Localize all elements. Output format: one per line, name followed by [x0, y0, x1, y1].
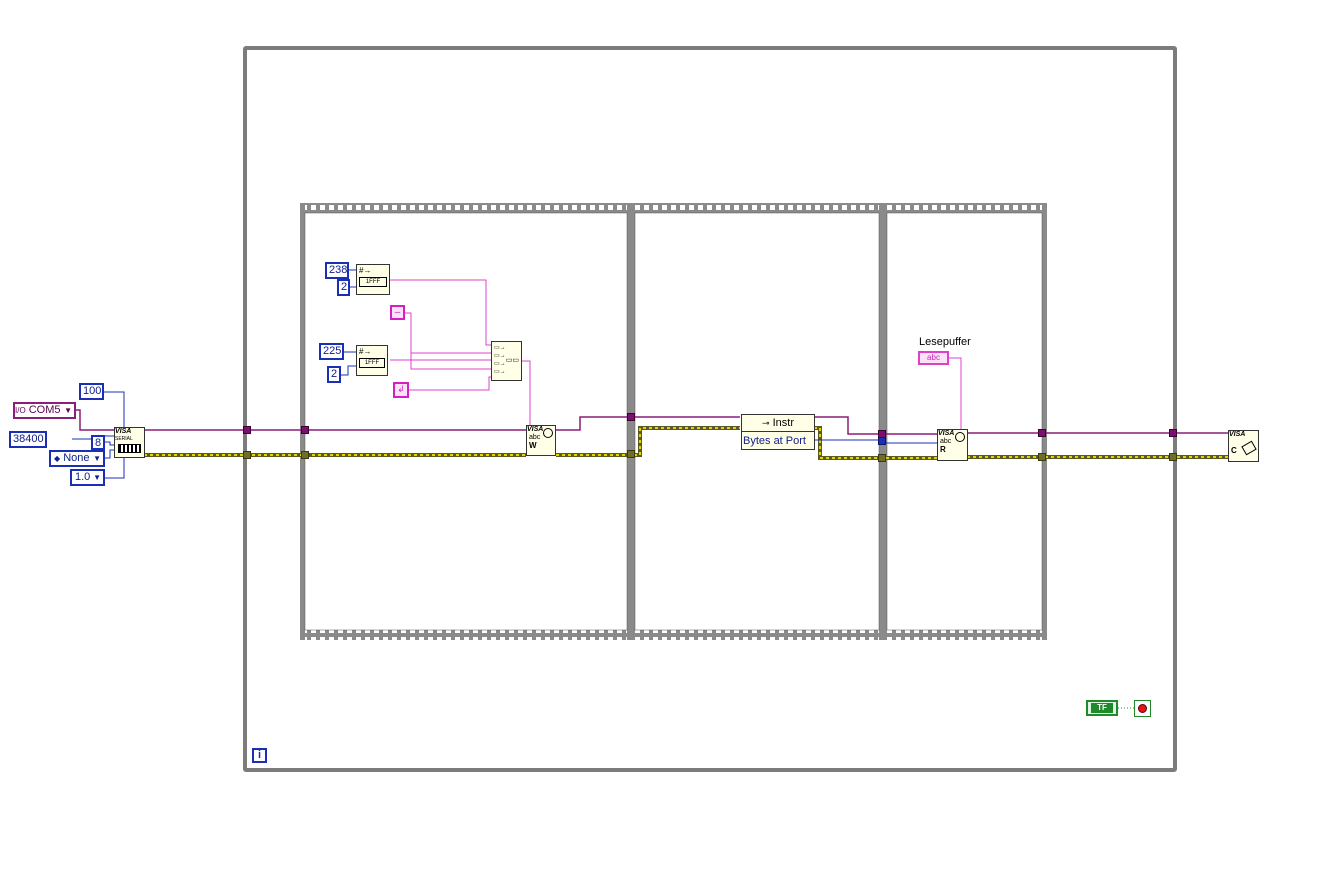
carriage-return-constant[interactable]: ↲: [393, 382, 409, 398]
read-mode-label: R: [940, 445, 946, 454]
data-bits-constant[interactable]: 8: [91, 435, 105, 450]
visa-tunnel-seq-right: [1038, 429, 1046, 437]
hex-format-icon: 1FFF: [359, 358, 385, 368]
boolean-value: TF: [1091, 703, 1113, 713]
hex-conversion-icon: #→: [359, 347, 372, 356]
indicator-type: abc: [927, 353, 940, 362]
string-constant-empty[interactable]: –: [390, 305, 405, 320]
timeout-value: 100: [83, 385, 102, 397]
visa-read-vi[interactable]: VISA abc R: [937, 429, 968, 461]
enum-icon: ◆: [54, 454, 61, 463]
baud-rate-value: 38400: [13, 433, 44, 445]
chevron-down-icon: ▼: [64, 406, 72, 415]
hex-conversion-icon: #→: [359, 266, 372, 275]
abc-icon: abc: [940, 438, 952, 445]
visa-resource-constant[interactable]: I/O COM5 ▼: [13, 402, 76, 419]
visa-resource-value: COM5: [28, 404, 61, 416]
visa-resource-icon: I/O: [15, 406, 26, 415]
error-tunnel-loop-right: [1169, 453, 1177, 461]
close-mode-label: C: [1231, 446, 1237, 455]
error-tunnel-seq-left: [301, 451, 309, 459]
error-tunnel-loop-left: [243, 451, 251, 459]
property-class: Instr: [772, 417, 794, 429]
visa-tunnel-seq-left: [301, 426, 309, 434]
visa-write-vi[interactable]: VISA abc W: [526, 425, 556, 456]
timeout-constant[interactable]: 100: [79, 383, 104, 400]
property-name: Bytes at Port: [743, 435, 806, 447]
numeric-constant-225[interactable]: 225: [319, 343, 344, 360]
chevron-down-icon: ▼: [93, 454, 101, 463]
error-tunnel-seq-1: [627, 450, 635, 458]
constant-value: 2: [341, 281, 348, 293]
clock-icon: [543, 428, 553, 438]
number-to-hex-string-vi-2[interactable]: #→ 1FFF: [356, 345, 388, 376]
hex-format-icon: 1FFF: [359, 277, 387, 287]
property-node-header: ⊸ Instr: [742, 415, 814, 432]
stop-bits-value: 1.0: [75, 471, 91, 483]
visa-tunnel-loop-left: [243, 426, 251, 434]
constant-value: 2: [331, 368, 338, 380]
vi-title: VISA: [938, 430, 955, 437]
parity-value: None: [63, 452, 90, 464]
visa-tunnel-loop-right: [1169, 429, 1177, 437]
data-bits-value: 8: [95, 437, 102, 449]
error-tunnel-seq-right: [1038, 453, 1046, 461]
indicator-label: Lesepuffer: [919, 336, 971, 348]
constant-value: 238: [329, 264, 348, 276]
vi-title: VISA: [527, 426, 544, 433]
loop-iteration-terminal: i: [252, 748, 267, 763]
chevron-down-icon: ▼: [93, 473, 101, 482]
concatenate-strings-node[interactable]: ▭→▭→▭→▭→ ▭▭: [491, 341, 522, 381]
stop-condition-terminal: [1134, 700, 1151, 717]
boolean-constant[interactable]: TF: [1086, 700, 1118, 716]
baud-rate-constant[interactable]: 38400: [9, 431, 47, 448]
iteration-label: i: [257, 749, 262, 761]
numeric-constant-2a[interactable]: 2: [337, 279, 350, 296]
stop-bits-enum[interactable]: 1.0 ▼: [70, 469, 105, 486]
string-indicator[interactable]: abc: [918, 351, 949, 365]
visa-configure-serial-vi[interactable]: VISA SERIAL: [114, 427, 145, 458]
error-tunnel-seq-2: [878, 454, 886, 462]
write-mode-label: W: [529, 441, 537, 450]
num-tunnel-seq-2: [878, 437, 886, 445]
while-loop-frame: [243, 46, 1177, 772]
vi-title: VISA: [115, 428, 132, 435]
key-icon: ⊸: [761, 418, 770, 428]
clock-icon: [955, 432, 965, 442]
vi-title: VISA: [1229, 431, 1246, 438]
numeric-constant-2b[interactable]: 2: [327, 366, 341, 383]
visa-property-node[interactable]: ⊸ Instr Bytes at Port: [741, 414, 815, 450]
numeric-constant-238[interactable]: 238: [325, 262, 349, 279]
visa-tunnel-seq-1: [627, 413, 635, 421]
concat-inputs-icon: ▭→▭→▭→▭→: [494, 345, 506, 375]
constant-value: 225: [323, 345, 342, 357]
number-to-hex-string-vi-1[interactable]: #→ 1FFF: [356, 264, 390, 295]
abc-icon: abc: [529, 434, 541, 441]
parity-enum[interactable]: ◆ None ▼: [49, 450, 105, 467]
vi-subtitle: SERIAL: [115, 436, 133, 442]
concat-output-icon: ▭▭: [505, 357, 519, 364]
visa-close-vi[interactable]: VISA C: [1228, 430, 1259, 462]
stop-icon: [1138, 704, 1147, 713]
serial-port-icon: [118, 444, 141, 453]
